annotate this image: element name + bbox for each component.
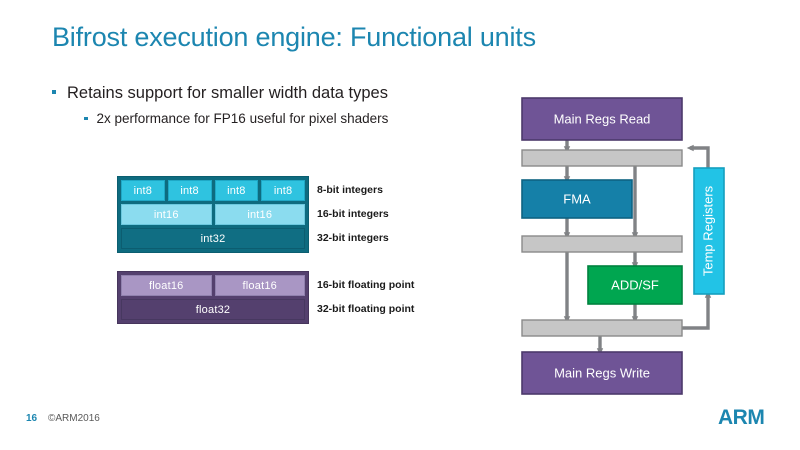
int32-row: int32 (121, 228, 305, 249)
bullet-level-2: 2x performance for FP16 useful for pixel… (84, 111, 388, 126)
int8-cell: int8 (261, 180, 305, 201)
bullet-level-1: Retains support for smaller width data t… (52, 84, 388, 103)
label-32-bit-integers: 32-bit integers (317, 231, 389, 244)
block-temp-registers[interactable]: Temp Registers (693, 167, 725, 295)
float16-cell: float16 (121, 275, 212, 296)
pipeline-diagram: Main Regs Read FMA ADD/SF (500, 90, 790, 400)
label-32-bit-floating-point: 32-bit floating point (317, 302, 415, 315)
block-fma-label: FMA (563, 191, 591, 206)
arm-logo: ARM (718, 406, 765, 429)
block-main-regs-read-label: Main Regs Read (554, 111, 651, 126)
copyright-text: ©ARM2016 (48, 413, 100, 424)
label-8-bit-integers: 8-bit integers (317, 183, 383, 196)
float16-row: float16 float16 (121, 275, 305, 296)
bullet-square-icon (52, 90, 56, 95)
page-number: 16 (26, 413, 38, 424)
float16-cell: float16 (214, 275, 305, 296)
integer-container: int8 int8 int8 int8 int16 int16 int32 (117, 176, 309, 253)
int16-cell: int16 (121, 204, 212, 225)
block-main-regs-write-label: Main Regs Write (554, 365, 650, 380)
float-datatype-diagram: float16 float16 float32 16-bit floating … (117, 271, 414, 324)
int8-cell: int8 (121, 180, 165, 201)
block-main-regs-read[interactable]: Main Regs Read (521, 97, 683, 141)
label-16-bit-integers: 16-bit integers (317, 207, 389, 220)
block-add-sf-label: ADD/SF (611, 277, 659, 292)
integer-datatype-diagram: int8 int8 int8 int8 int16 int16 int32 8-… (117, 176, 389, 253)
block-temp-registers-label: Temp Registers (700, 185, 715, 276)
block-fma[interactable]: FMA (521, 179, 633, 219)
bus-top (521, 149, 683, 167)
float32-row: float32 (121, 299, 305, 320)
bullet-level-1-text: Retains support for smaller width data t… (67, 84, 388, 102)
int32-cell: int32 (121, 228, 305, 249)
block-add-sf[interactable]: ADD/SF (587, 265, 683, 305)
int8-row: int8 int8 int8 int8 (121, 180, 305, 201)
bullet-square-icon (84, 116, 88, 121)
int16-row: int16 int16 (121, 204, 305, 225)
int16-cell: int16 (214, 204, 305, 225)
int8-cell: int8 (167, 180, 212, 201)
page-title: Bifrost execution engine: Functional uni… (52, 22, 536, 52)
float32-cell: float32 (121, 299, 305, 320)
bus-bottom (521, 319, 683, 337)
bus-middle (521, 235, 683, 253)
label-16-bit-floating-point: 16-bit floating point (317, 278, 415, 291)
int8-cell: int8 (214, 180, 259, 201)
bullet-level-2-text: 2x performance for FP16 useful for pixel… (96, 111, 389, 126)
block-main-regs-write[interactable]: Main Regs Write (521, 351, 683, 395)
float-container: float16 float16 float32 (117, 271, 309, 324)
